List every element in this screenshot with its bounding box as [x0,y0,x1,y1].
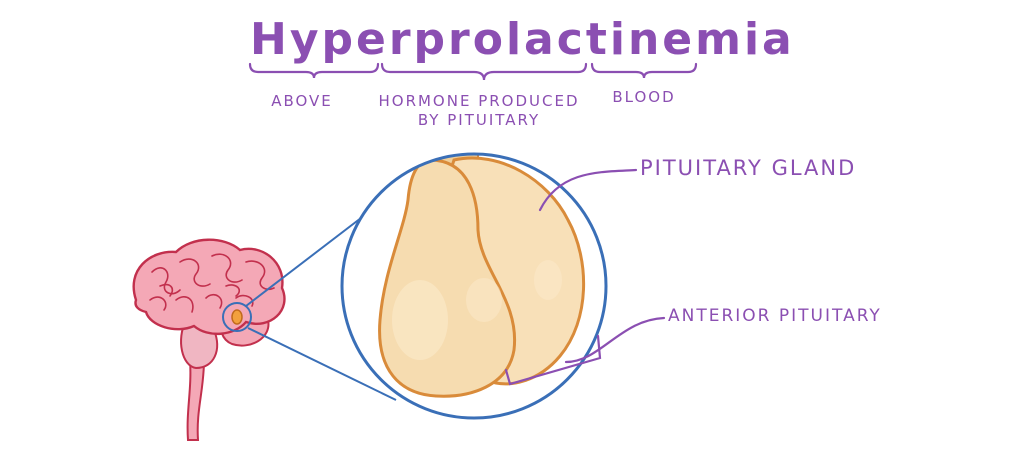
label-root-meaning-line2: by pituitary [417,111,541,129]
leader-lines [504,168,666,386]
label-suffix-meaning: Blood [612,88,676,106]
title-braces [248,62,698,81]
leader-pituitary-gland [538,168,638,212]
magnifier-small-circle [222,302,252,332]
spinal-cord [186,359,206,441]
cerebrum [132,238,286,335]
brace-prefix [248,62,380,79]
magnifier-line-top [245,204,379,307]
magnified-view [340,152,608,420]
brain-icon [132,238,286,441]
brace-root [380,62,588,81]
label-anterior-pituitary: Anterior pituitary [668,306,882,326]
magnifier-circle [340,152,608,420]
magnifier-line-bottom [247,327,397,401]
page-title: Hyperprolactinemia [250,14,795,65]
label-pituitary-gland: Pituitary gland [640,156,857,180]
label-root-meaning-line1: Hormone produced [378,92,580,110]
anterior-bracket [504,334,602,386]
leader-anterior-pituitary [564,316,666,364]
brain-gyri [149,253,275,313]
magnifier-lines [222,204,397,401]
pituitary-marker [231,309,243,325]
label-prefix-meaning: Above [271,92,333,110]
brace-suffix [590,62,698,79]
